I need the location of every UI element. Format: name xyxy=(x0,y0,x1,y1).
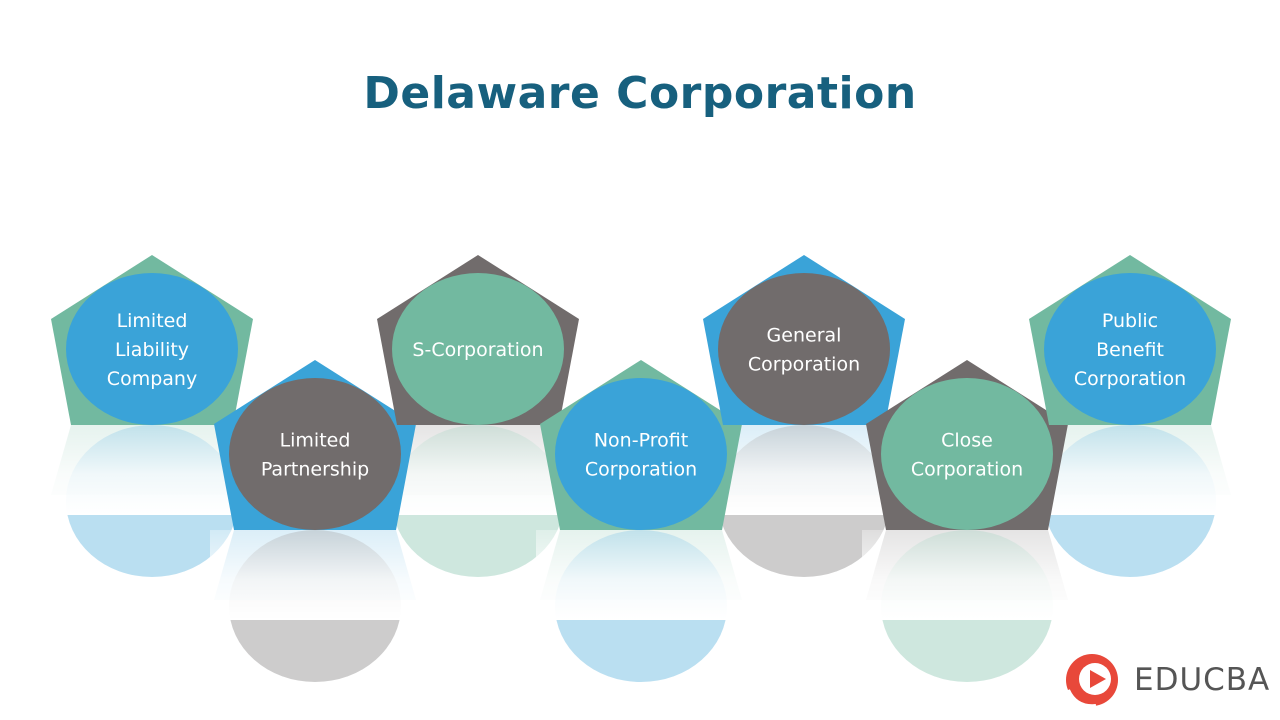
node-label-line: General xyxy=(767,325,842,347)
node-scorp: S-Corporation xyxy=(377,255,579,425)
educba-play-logo-icon xyxy=(1066,654,1118,709)
educba-brand: EDUCBA xyxy=(1062,650,1272,710)
circle-shape xyxy=(229,378,401,530)
node-reflection xyxy=(1025,425,1235,577)
node-label-line: Benefit xyxy=(1096,339,1164,361)
node-label-line: Liability xyxy=(115,339,189,361)
reflection-fade xyxy=(536,530,746,620)
circle-shape xyxy=(881,378,1053,530)
circle-shape xyxy=(718,273,890,425)
node-label-line: Corporation xyxy=(748,354,860,376)
node-label-line: Limited xyxy=(117,310,188,332)
circle-shape xyxy=(555,378,727,530)
circle-shape xyxy=(66,273,238,425)
node-label-line: Corporation xyxy=(1074,368,1186,390)
node-label-line: Public xyxy=(1102,310,1158,332)
node-label-line: Corporation xyxy=(911,459,1023,481)
reflection-fade xyxy=(210,530,420,620)
circle-shape xyxy=(1044,273,1216,425)
node-label-line: Corporation xyxy=(585,459,697,481)
circle-shape xyxy=(392,273,564,425)
node-label-line: Non-Profit xyxy=(594,430,688,452)
educba-brand-name: EDUCBA xyxy=(1134,662,1271,698)
node-reflection xyxy=(210,530,420,682)
diagram-title: Delaware Corporation xyxy=(363,68,917,119)
node-label-line: Company xyxy=(107,368,197,390)
node-label-line: S-Corporation xyxy=(412,339,543,361)
node-reflection xyxy=(536,530,746,682)
reflection-fade xyxy=(862,530,1072,620)
node-label-line: Limited xyxy=(280,430,351,452)
node-label-line: Close xyxy=(941,430,993,452)
node-reflection xyxy=(862,530,1072,682)
node-label-line: Partnership xyxy=(261,459,369,481)
node-reflection xyxy=(699,425,909,577)
